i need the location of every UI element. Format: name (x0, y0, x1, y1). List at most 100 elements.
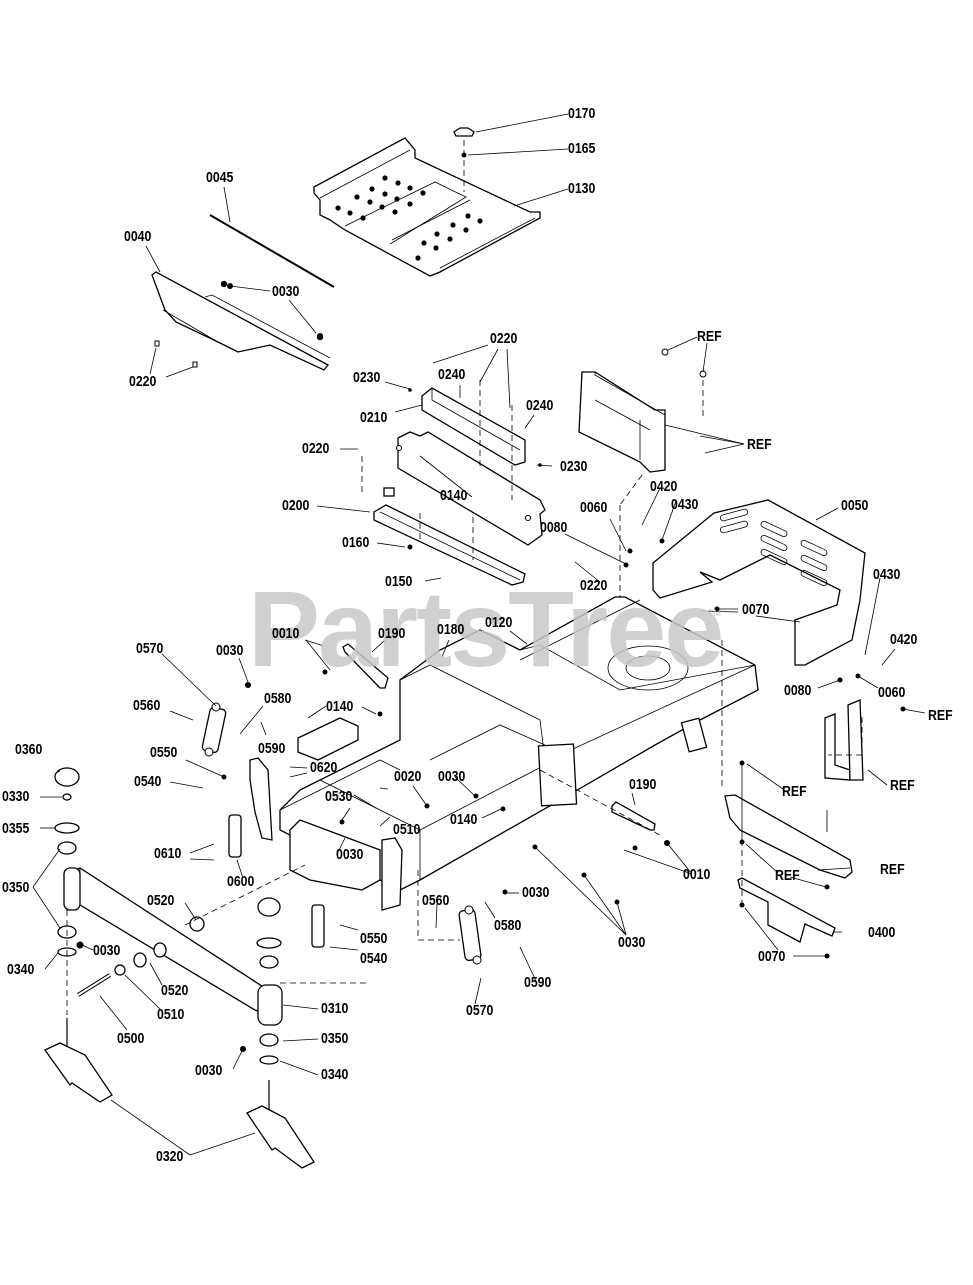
callout-0320[interactable]: 0320 (156, 1148, 184, 1165)
callout-0045[interactable]: 0045 (206, 169, 234, 186)
callout-0140[interactable]: 0140 (440, 487, 468, 504)
callout-0230[interactable]: 0230 (353, 369, 381, 386)
callout-0030[interactable]: 0030 (93, 942, 121, 959)
callout-0120[interactable]: 0120 (485, 614, 513, 631)
callout-0030[interactable]: 0030 (522, 884, 550, 901)
callout-ref[interactable]: REF (782, 783, 807, 800)
callout-0240[interactable]: 0240 (526, 397, 554, 414)
callout-ref[interactable]: REF (890, 777, 915, 794)
part-0570-shock-right (458, 905, 482, 965)
part-0190-bar-right (611, 801, 656, 831)
callout-ref[interactable]: REF (880, 861, 905, 878)
callout-0070[interactable]: 0070 (758, 948, 786, 965)
callout-0130[interactable]: 0130 (568, 180, 596, 197)
callout-0180[interactable]: 0180 (437, 621, 465, 638)
callout-0050[interactable]: 0050 (841, 497, 869, 514)
callout-0030[interactable]: 0030 (272, 283, 300, 300)
callout-0070[interactable]: 0070 (742, 601, 770, 618)
callout-0170[interactable]: 0170 (568, 105, 596, 122)
callout-0230[interactable]: 0230 (560, 458, 588, 475)
callout-0080[interactable]: 0080 (784, 682, 812, 699)
callout-0600[interactable]: 0600 (227, 873, 255, 890)
callout-0150[interactable]: 0150 (385, 573, 413, 590)
callout-0020[interactable]: 0020 (394, 768, 422, 785)
part-0500-bolt (76, 916, 205, 997)
callout-0350[interactable]: 0350 (321, 1030, 349, 1047)
callout-0190[interactable]: 0190 (629, 776, 657, 793)
callout-0190[interactable]: 0190 (378, 625, 406, 642)
callout-0010[interactable]: 0010 (272, 625, 300, 642)
callout-0550[interactable]: 0550 (150, 744, 178, 761)
callout-0420[interactable]: 0420 (890, 631, 918, 648)
callout-0530[interactable]: 0530 (325, 788, 353, 805)
callout-0520[interactable]: 0520 (147, 892, 175, 909)
callout-0165[interactable]: 0165 (568, 140, 596, 157)
part-ref-upright (824, 699, 864, 781)
callout-0160[interactable]: 0160 (342, 534, 370, 551)
callout-0060[interactable]: 0060 (878, 684, 906, 701)
callout-0030[interactable]: 0030 (195, 1062, 223, 1079)
callout-0340[interactable]: 0340 (7, 961, 35, 978)
callout-0620[interactable]: 0620 (310, 759, 338, 776)
callout-0240[interactable]: 0240 (438, 366, 466, 383)
callout-0220[interactable]: 0220 (302, 440, 330, 457)
part-ref-rail (724, 794, 853, 879)
callout-0330[interactable]: 0330 (2, 788, 30, 805)
callout-0580[interactable]: 0580 (494, 917, 522, 934)
callout-0590[interactable]: 0590 (524, 974, 552, 991)
callout-0220[interactable]: 0220 (580, 577, 608, 594)
callout-0310[interactable]: 0310 (321, 1000, 349, 1017)
part-0130-seat-pan (313, 127, 541, 277)
callout-0220[interactable]: 0220 (129, 373, 157, 390)
callout-0430[interactable]: 0430 (671, 496, 699, 513)
callout-0140[interactable]: 0140 (450, 811, 478, 828)
callout-0570[interactable]: 0570 (466, 1002, 494, 1019)
callout-0400[interactable]: 0400 (868, 924, 896, 941)
callout-ref[interactable]: REF (928, 707, 953, 724)
callout-0010[interactable]: 0010 (683, 866, 711, 883)
part-0040-bracket (151, 271, 331, 371)
callout-0590[interactable]: 0590 (258, 740, 286, 757)
callout-0140[interactable]: 0140 (326, 698, 354, 715)
callout-0510[interactable]: 0510 (393, 821, 421, 838)
callout-0560[interactable]: 0560 (422, 892, 450, 909)
callout-0030[interactable]: 0030 (618, 934, 646, 951)
callout-0520[interactable]: 0520 (161, 982, 189, 999)
callout-0200[interactable]: 0200 (282, 497, 310, 514)
callout-0350[interactable]: 0350 (2, 879, 30, 896)
callout-0430[interactable]: 0430 (873, 566, 901, 583)
callout-0080[interactable]: 0080 (540, 519, 568, 536)
callout-0420[interactable]: 0420 (650, 478, 678, 495)
part-0210-bracket (421, 387, 526, 466)
callout-0210[interactable]: 0210 (360, 409, 388, 426)
callout-0610[interactable]: 0610 (154, 845, 182, 862)
callout-0540[interactable]: 0540 (134, 773, 162, 790)
callout-ref[interactable]: REF (775, 867, 800, 884)
callout-0540[interactable]: 0540 (360, 950, 388, 967)
callout-0510[interactable]: 0510 (157, 1006, 185, 1023)
part-0400-bracket (737, 877, 836, 943)
callout-0550[interactable]: 0550 (360, 930, 388, 947)
part-0320-caster-left (44, 1018, 113, 1103)
callout-0220[interactable]: 0220 (490, 330, 518, 347)
part-0200-channel (373, 487, 526, 586)
callout-0355[interactable]: 0355 (2, 820, 30, 837)
callout-0030[interactable]: 0030 (438, 768, 466, 785)
callout-0060[interactable]: 0060 (580, 499, 608, 516)
callout-ref[interactable]: REF (697, 328, 722, 345)
callout-0560[interactable]: 0560 (133, 697, 161, 714)
callout-0040[interactable]: 0040 (124, 228, 152, 245)
callout-0030[interactable]: 0030 (336, 846, 364, 863)
callout-ref[interactable]: REF (747, 436, 772, 453)
part-0570-shock-left (201, 702, 227, 757)
callout-0360[interactable]: 0360 (15, 741, 43, 758)
callout-0580[interactable]: 0580 (264, 690, 292, 707)
part-0050-shroud (652, 499, 866, 666)
callout-0500[interactable]: 0500 (117, 1030, 145, 1047)
part-bracket-right (381, 837, 403, 911)
callout-0570[interactable]: 0570 (136, 640, 164, 657)
callout-0030[interactable]: 0030 (216, 642, 244, 659)
callout-0340[interactable]: 0340 (321, 1066, 349, 1083)
